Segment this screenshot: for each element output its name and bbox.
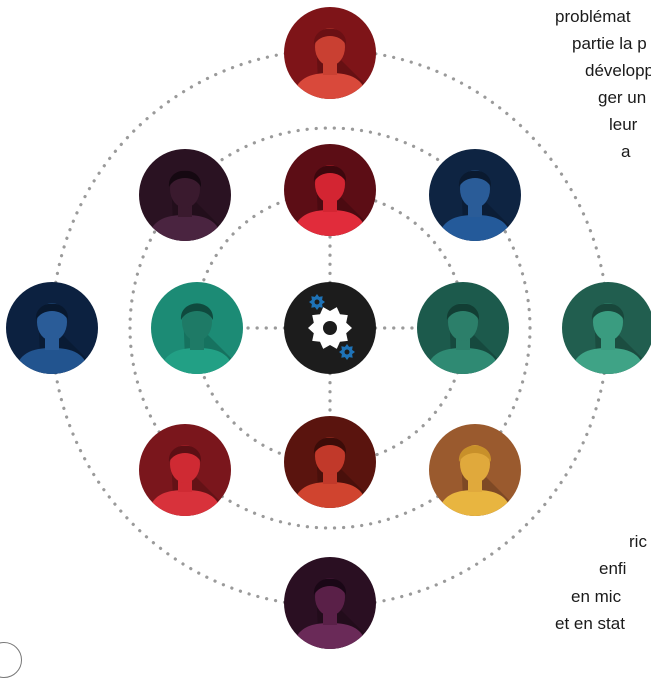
avatar-nodes bbox=[6, 7, 651, 649]
avatar-right bbox=[562, 282, 651, 374]
text-line: enfi bbox=[599, 559, 627, 578]
text-line: problémat bbox=[555, 7, 631, 26]
avatar-inner-bottom bbox=[284, 416, 376, 508]
avatar-inner-bottom-left bbox=[139, 424, 231, 516]
avatar-inner-left bbox=[151, 282, 243, 374]
middle-ring bbox=[128, 126, 532, 530]
text-line: et en stat bbox=[555, 614, 625, 633]
text-line: développ bbox=[585, 61, 651, 80]
avatar-inner-right bbox=[417, 282, 509, 374]
text-line: en mic bbox=[571, 587, 622, 606]
avatar-inner-top-left bbox=[139, 149, 231, 241]
gear-center bbox=[284, 282, 376, 374]
text-line: ric bbox=[629, 532, 647, 551]
team-network-illustration bbox=[6, 7, 651, 649]
avatar-top bbox=[284, 7, 376, 99]
text-line: ger un bbox=[598, 88, 647, 107]
avatar-inner-top bbox=[284, 144, 376, 236]
avatar-bottom bbox=[284, 557, 376, 649]
text-line: partie la p bbox=[572, 34, 647, 53]
text-line: a bbox=[621, 142, 631, 161]
text-line: leur bbox=[609, 115, 638, 134]
